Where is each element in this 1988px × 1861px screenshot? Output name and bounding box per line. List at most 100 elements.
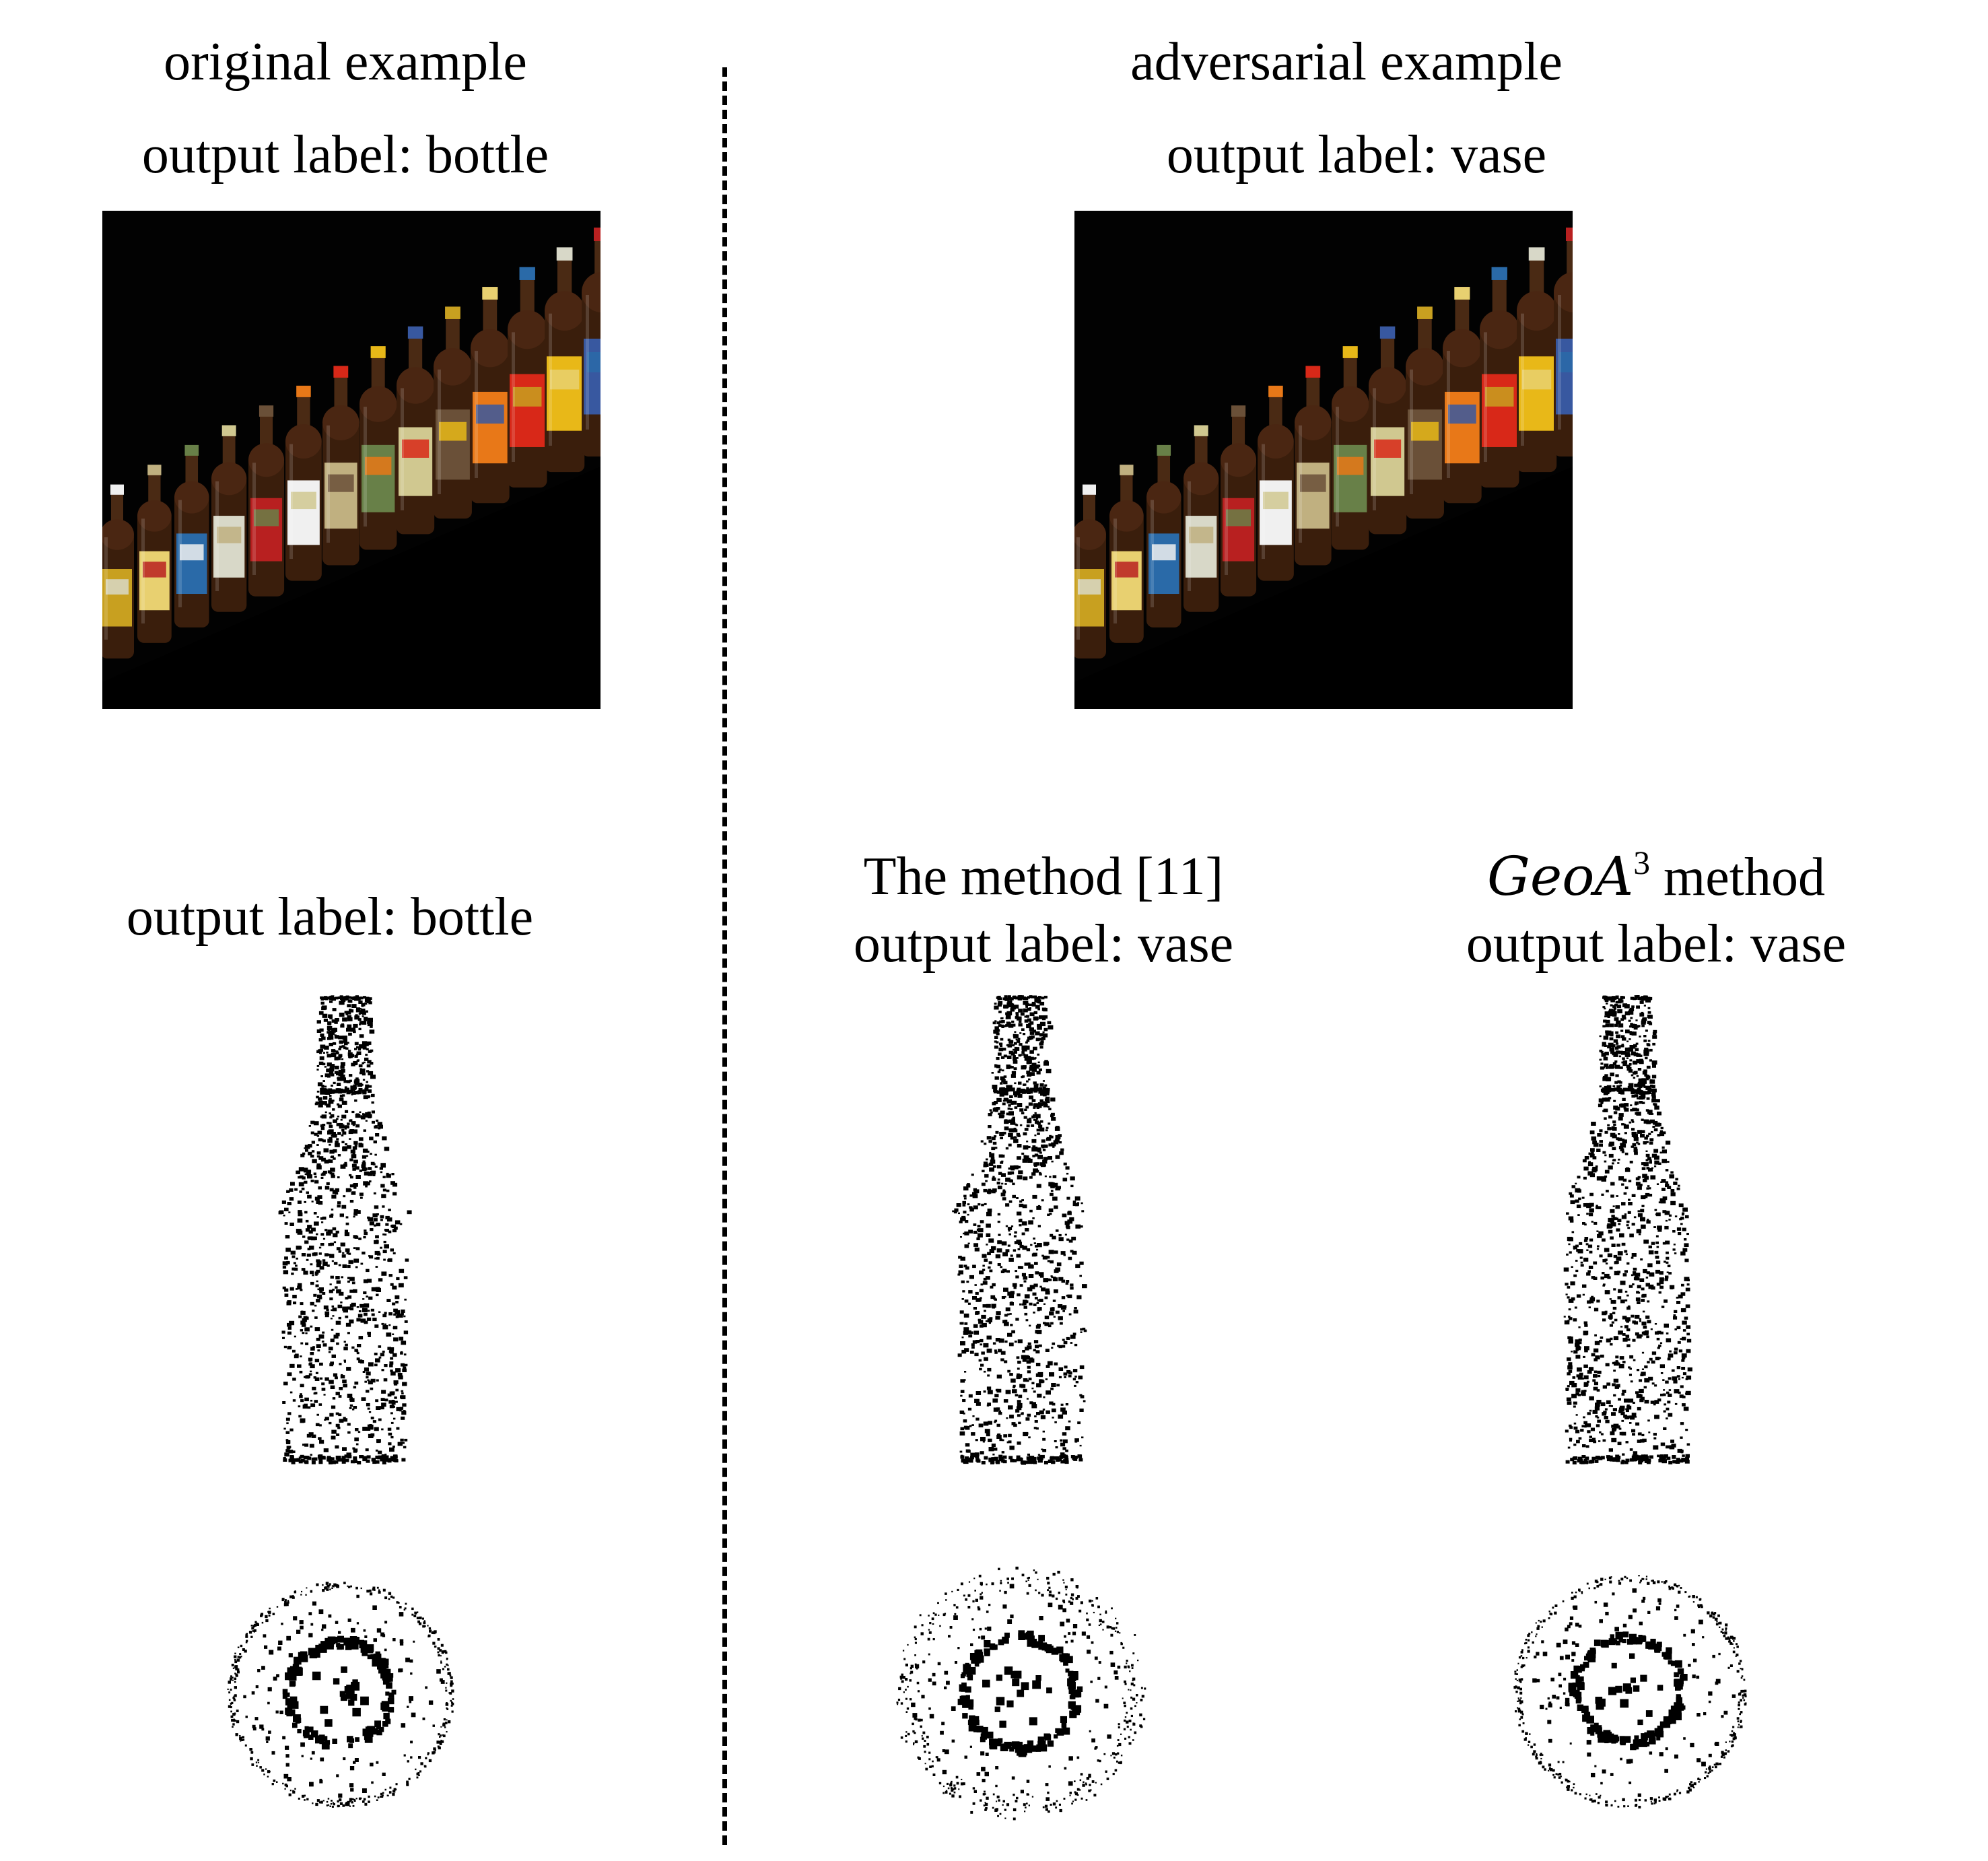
cloud-point: [1016, 1057, 1019, 1059]
cloud-point: [362, 1041, 368, 1046]
cloud-point: [342, 1147, 347, 1151]
cloud-point: [362, 1079, 366, 1081]
cloud-point: [335, 1376, 338, 1380]
cloud-point: [1010, 1378, 1016, 1383]
cloud-point: [980, 1283, 984, 1286]
cloud-point: [986, 1386, 992, 1390]
cloud-point: [1631, 1119, 1634, 1122]
cloud-point: [1005, 1307, 1010, 1312]
cloud-point: [1616, 1458, 1620, 1462]
cloud-point: [920, 1718, 923, 1722]
cloud-point: [288, 1653, 293, 1658]
cloud-point: [1116, 1760, 1118, 1763]
cloud-point: [1119, 1632, 1121, 1634]
cloud-point: [994, 1045, 998, 1049]
cloud-point: [912, 1730, 915, 1733]
cloud-point: [1651, 1153, 1657, 1158]
cloud-point: [998, 1024, 1002, 1027]
cloud-point: [304, 1460, 309, 1464]
cloud-point: [987, 1318, 992, 1322]
cloud-point: [304, 1397, 309, 1402]
cloud-point: [231, 1701, 234, 1704]
cloud-point: [349, 1289, 353, 1293]
cloud-point: [965, 1220, 969, 1223]
cloud-point: [1631, 1429, 1636, 1433]
cloud-point: [343, 1308, 348, 1313]
cloud-point: [1598, 1440, 1601, 1442]
cloud-point: [382, 1678, 390, 1685]
photo-bottle: [1074, 484, 1106, 658]
cloud-point: [1573, 1401, 1577, 1405]
cloud-point: [984, 1258, 988, 1262]
cloud-point: [1141, 1695, 1144, 1698]
cloud-point: [1631, 1120, 1635, 1123]
cloud-point: [331, 1435, 336, 1440]
cloud-point: [300, 1384, 304, 1388]
cloud-point: [366, 1295, 368, 1298]
cloud-point: [1592, 1141, 1597, 1145]
cloud-point: [234, 1655, 237, 1658]
cloud-point: [1568, 1243, 1571, 1246]
cloud-point: [1647, 1040, 1651, 1042]
cloud-point: [321, 1114, 327, 1119]
cloud-point: [1628, 1398, 1634, 1403]
cloud-point: [267, 1770, 271, 1773]
cloud-point: [1639, 1078, 1642, 1081]
cloud-point: [994, 1029, 999, 1034]
cloud-point: [1612, 1383, 1616, 1386]
cloud-point: [308, 1125, 311, 1127]
cloud-point: [1601, 1178, 1606, 1182]
cloud-point: [314, 1327, 320, 1332]
cloud-point: [1024, 1262, 1029, 1266]
cloud-point: [273, 1780, 276, 1782]
cloud-point: [1649, 1138, 1654, 1142]
cloud-point: [1617, 1271, 1621, 1274]
cloud-point: [1602, 1025, 1606, 1027]
cloud-point: [1027, 1009, 1030, 1011]
cloud-point: [320, 1176, 324, 1179]
cloud-point: [1610, 1431, 1615, 1435]
cloud-point: [399, 1612, 404, 1617]
cloud-point: [1582, 1159, 1587, 1163]
cloud-point: [1596, 1248, 1600, 1250]
cloud-point: [261, 1728, 265, 1731]
cloud-point: [1575, 1343, 1580, 1347]
cloud-point: [1015, 1270, 1017, 1273]
cloud-point: [1576, 1205, 1581, 1209]
cloud-point: [310, 1120, 315, 1124]
cloud-point: [365, 1185, 368, 1188]
cloud-point: [322, 1589, 325, 1592]
cloud-point: [1000, 1038, 1004, 1041]
cloud-point: [1608, 1405, 1612, 1407]
photo-bottle: [1184, 425, 1219, 612]
cloud-point: [1610, 1073, 1614, 1077]
cloud-point: [392, 1192, 397, 1196]
cloud-point: [347, 1277, 351, 1279]
cloud-point: [444, 1726, 446, 1728]
cloud-point: [1041, 1037, 1046, 1040]
cloud-point: [1026, 1398, 1029, 1400]
cloud-point: [1048, 1279, 1052, 1281]
cloud-point: [1606, 1458, 1611, 1462]
cloud-point: [341, 1045, 345, 1048]
cloud-point: [349, 1783, 354, 1788]
cloud-point: [1666, 1456, 1671, 1460]
cloud-point: [363, 1061, 366, 1064]
cloud-point: [975, 1439, 978, 1442]
cloud-point: [1643, 1119, 1649, 1124]
cloud-point: [318, 1011, 324, 1015]
cloud-point: [378, 1127, 381, 1130]
cloud-point: [1048, 1156, 1052, 1160]
cloud-point: [283, 1215, 285, 1217]
cloud-point: [315, 1802, 318, 1806]
cloud-point: [1006, 1085, 1010, 1088]
cloud-point: [905, 1689, 907, 1691]
cloud-point: [931, 1765, 934, 1767]
cloud-point: [1630, 1023, 1635, 1028]
cloud-point: [333, 1042, 337, 1045]
cloud-point: [331, 1135, 334, 1137]
cloud-point: [1080, 1225, 1083, 1228]
cloud-point: [230, 1679, 232, 1681]
cloud-point: [1033, 1168, 1038, 1173]
cloud-point: [320, 1115, 323, 1118]
